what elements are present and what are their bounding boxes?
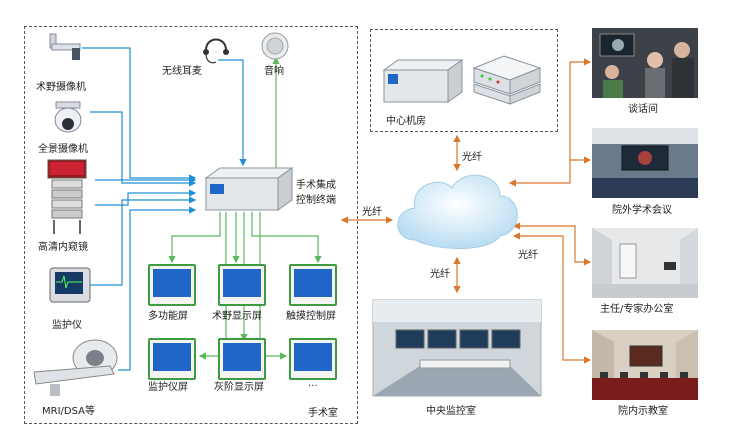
endoscope-cart <box>47 159 87 234</box>
destination-conference: 院外学术会议 <box>612 205 672 216</box>
input-label-mri: MRI/DSA等 <box>42 406 95 417</box>
dome-camera <box>54 101 82 133</box>
fiber-label-right: 光纤 <box>518 250 538 261</box>
surgery-room-label: 手术室 <box>308 408 338 419</box>
fiber-label-left: 光纤 <box>362 207 382 218</box>
talk-room-photo <box>592 28 698 98</box>
center-room-frame <box>370 29 558 132</box>
speaker-label: 音响 <box>264 66 284 77</box>
multifunction-screen <box>148 264 196 306</box>
center-room-label: 中心机房 <box>386 116 426 127</box>
fiber-label-top: 光纤 <box>462 152 482 163</box>
input-label-endoscope: 高清内窥镜 <box>38 242 88 253</box>
monitor-screen <box>148 338 196 380</box>
headset <box>203 38 229 64</box>
input-label-field-camera: 术野摄像机 <box>36 82 86 93</box>
office-photo <box>592 228 698 298</box>
screen-label-multifunction: 多功能屏 <box>148 311 188 322</box>
grayscale-screen <box>218 338 266 380</box>
patient-monitor <box>49 267 91 303</box>
destination-classroom: 院内示教室 <box>618 406 668 417</box>
screen-label-touch: 触摸控制屏 <box>286 311 336 322</box>
screen-label-more: ... <box>308 378 318 389</box>
classroom-photo <box>592 330 698 400</box>
network-switch <box>472 55 542 105</box>
terminal-label-line1: 手术集成 <box>296 180 336 191</box>
pan-camera <box>49 33 81 60</box>
screen-label-field: 术野显示屏 <box>212 311 262 322</box>
destination-talk-room: 谈话间 <box>628 104 658 115</box>
wireless-mic-label: 无线耳麦 <box>162 66 202 77</box>
network-cloud <box>397 174 518 249</box>
screen-label-monitor: 监护仪屏 <box>148 382 188 393</box>
terminal-label-line2: 控制终端 <box>296 195 336 206</box>
field-display-screen <box>218 264 266 306</box>
fiber-lines <box>340 58 592 364</box>
control-terminal <box>204 167 294 211</box>
center-server <box>382 59 464 103</box>
monitor-room-label: 中央监控室 <box>426 406 476 417</box>
mri-scanner <box>33 339 118 396</box>
input-label-monitor: 监护仪 <box>52 320 82 331</box>
conference-photo <box>592 128 698 198</box>
surgery-room-frame <box>24 26 358 424</box>
more-screen <box>289 338 337 380</box>
ceiling-speaker <box>261 32 289 60</box>
monitor-room-image <box>372 299 542 397</box>
input-lines <box>82 47 247 371</box>
screen-label-grayscale: 灰阶显示屏 <box>214 382 264 393</box>
fiber-label-bottom: 光纤 <box>430 269 450 280</box>
input-label-panorama-camera: 全景摄像机 <box>38 144 88 155</box>
destination-office: 主任/专家办公室 <box>600 304 674 315</box>
touch-control-screen <box>289 264 337 306</box>
